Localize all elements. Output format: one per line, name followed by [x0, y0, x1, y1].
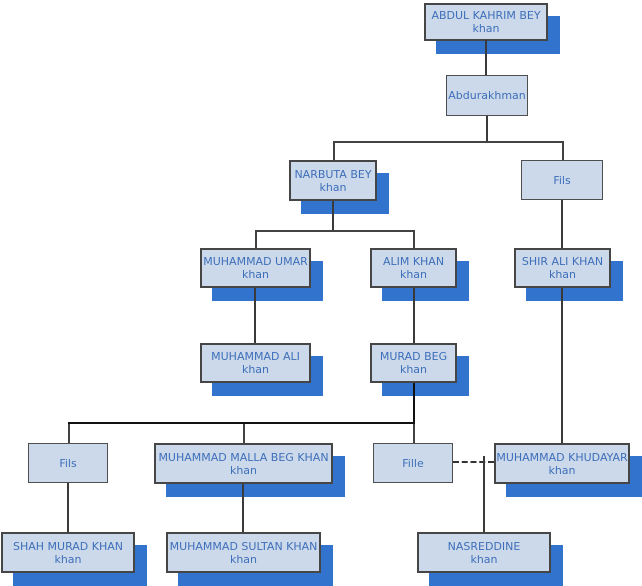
node-title: MUHAMMAD MALLA BEG KHAN	[158, 450, 329, 464]
node-nasreddine: NASREDDINE khan	[417, 532, 551, 573]
node-subtitle: khan	[399, 268, 428, 281]
node-title: Fils	[553, 173, 571, 187]
connector-abdurakhman-down	[486, 116, 488, 142]
node-subtitle: khan	[470, 552, 498, 566]
node-fils-1: Fils	[521, 160, 603, 200]
node-subtitle: khan	[241, 363, 270, 376]
node-alim-khan: ALIM KHAN khan	[370, 248, 457, 288]
connector-narbuta-down	[332, 201, 334, 230]
node-title: Fils	[59, 456, 77, 470]
node-title: ABDUL KAHRIM BEY	[431, 9, 541, 22]
connector-drop-fils1	[562, 141, 564, 160]
connector-muradbeg-down	[413, 383, 415, 424]
connector-drop-alim	[413, 230, 415, 248]
connector-bus-generation2	[333, 141, 564, 143]
node-subtitle: khan	[548, 268, 577, 281]
node-title: MUHAMMAD ALI	[211, 350, 300, 363]
node-subtitle: khan	[229, 463, 258, 477]
node-subtitle: khan	[548, 463, 576, 477]
node-muhammad-umar: MUHAMMAD UMAR khan	[200, 248, 311, 288]
node-subtitle: khan	[241, 268, 270, 281]
node-title: MUHAMMAD SULTAN KHAN	[169, 539, 318, 553]
connector-drop-umar	[255, 230, 257, 248]
node-fils-2: Fils	[28, 443, 108, 483]
node-abdul-kahrim-bey: ABDUL KAHRIM BEY khan	[424, 3, 548, 41]
connector-bus-generation5	[68, 422, 415, 424]
connector-drop-narbuta	[333, 141, 335, 160]
connector-drop-mallabeg	[243, 424, 245, 443]
connector-umar-to-muhammadali	[254, 288, 256, 343]
node-title: MURAD BEG	[379, 350, 448, 363]
union-line-fille-khudayar	[453, 461, 494, 463]
node-subtitle: khan	[54, 552, 82, 566]
connector-drop-fils2	[68, 424, 70, 443]
connector-shirali-to-khudayar	[561, 288, 563, 443]
node-title: NARBUTA BEY	[294, 167, 372, 181]
connector-fils2-to-shahmurad	[67, 483, 69, 532]
node-title: Abdurakhman	[448, 89, 526, 102]
node-shah-murad-khan: SHAH MURAD KHAN khan	[1, 532, 135, 573]
node-muhammad-sultan-khan: MUHAMMAD SULTAN KHAN khan	[166, 532, 321, 573]
node-fille: Fille	[373, 443, 453, 483]
node-subtitle: khan	[399, 363, 428, 376]
node-murad-beg: MURAD BEG khan	[370, 343, 457, 383]
node-subtitle: khan	[472, 22, 500, 35]
node-muhammad-malla-beg-khan: MUHAMMAD MALLA BEG KHAN khan	[154, 443, 333, 484]
node-shir-ali-khan: SHIR ALI KHAN khan	[514, 248, 611, 288]
node-muhammad-ali: MUHAMMAD ALI khan	[200, 343, 311, 383]
node-abdurakhman: Abdurakhman	[446, 75, 528, 116]
node-title: SHAH MURAD KHAN	[12, 539, 124, 553]
node-muhammad-khudayar: MUHAMMAD KHUDAYAR khan	[494, 443, 630, 484]
connector-abdul-to-abdurakhman	[485, 40, 487, 75]
connector-mallabeg-to-sultan	[242, 484, 244, 532]
node-subtitle: khan	[229, 552, 258, 566]
node-title: NASREDDINE	[447, 539, 521, 553]
connector-bus-generation3	[255, 230, 414, 232]
node-title: MUHAMMAD KHUDAYAR	[496, 450, 628, 464]
connector-alim-to-muradbeg	[413, 288, 415, 343]
connector-drop-fille	[413, 424, 415, 443]
node-title: Fille	[402, 456, 424, 470]
node-title: ALIM KHAN	[382, 255, 445, 268]
node-title: MUHAMMAD UMAR	[203, 255, 308, 268]
connector-fils1-to-shirali	[561, 200, 563, 248]
connector-union-to-nasreddine	[483, 456, 485, 532]
node-subtitle: khan	[319, 180, 347, 194]
node-narbuta-bey: NARBUTA BEY khan	[289, 160, 377, 201]
node-title: SHIR ALI KHAN	[521, 255, 604, 268]
